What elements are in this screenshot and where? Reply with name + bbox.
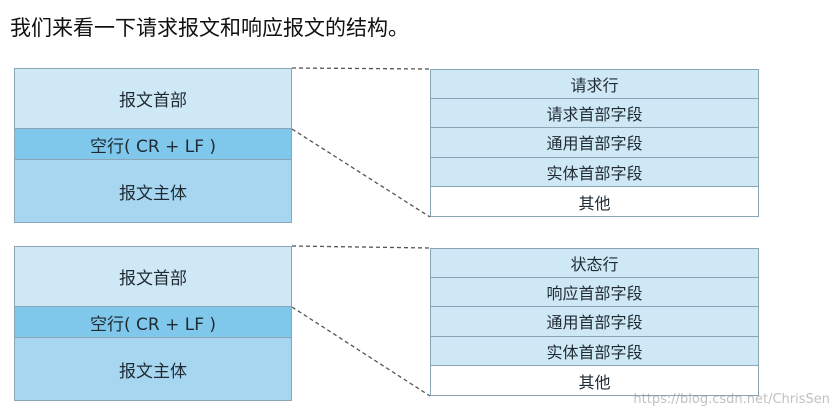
response-other-row: 其他 bbox=[430, 366, 759, 396]
watermark-text: https://blog.csdn.net/ChrisSen bbox=[633, 392, 830, 407]
request-bottom-connector bbox=[291, 128, 431, 218]
request-header-table: 请求行 请求首部字段 通用首部字段 实体首部字段 其他 bbox=[430, 69, 759, 217]
response-header-fields-row: 响应首部字段 bbox=[430, 277, 759, 308]
request-message-header: 报文首部 bbox=[14, 68, 292, 129]
status-line-row: 状态行 bbox=[430, 248, 759, 278]
request-blank-line: 空行( CR + LF ) bbox=[14, 129, 292, 159]
response-message-block: 报文首部 空行( CR + LF ) 报文主体 bbox=[14, 246, 292, 401]
request-message-block: 报文首部 空行( CR + LF ) 报文主体 bbox=[14, 68, 292, 223]
request-entity-header-fields-row: 实体首部字段 bbox=[430, 157, 759, 188]
response-general-header-fields-row: 通用首部字段 bbox=[430, 307, 759, 337]
response-entity-header-fields-row: 实体首部字段 bbox=[430, 336, 759, 367]
request-other-row: 其他 bbox=[430, 187, 759, 217]
response-message-header: 报文首部 bbox=[14, 246, 292, 307]
response-message-body: 报文主体 bbox=[14, 337, 292, 401]
response-header-table: 状态行 响应首部字段 通用首部字段 实体首部字段 其他 bbox=[430, 248, 759, 396]
request-line-row: 请求行 bbox=[430, 69, 759, 99]
request-header-fields-row: 请求首部字段 bbox=[430, 98, 759, 129]
response-top-connector bbox=[291, 245, 431, 249]
response-bottom-connector bbox=[291, 306, 431, 397]
request-general-header-fields-row: 通用首部字段 bbox=[430, 128, 759, 158]
request-message-body: 报文主体 bbox=[14, 159, 292, 223]
response-blank-line: 空行( CR + LF ) bbox=[14, 307, 292, 337]
intro-text: 我们来看一下请求报文和响应报文的结构。 bbox=[10, 16, 409, 40]
request-top-connector bbox=[291, 67, 431, 70]
